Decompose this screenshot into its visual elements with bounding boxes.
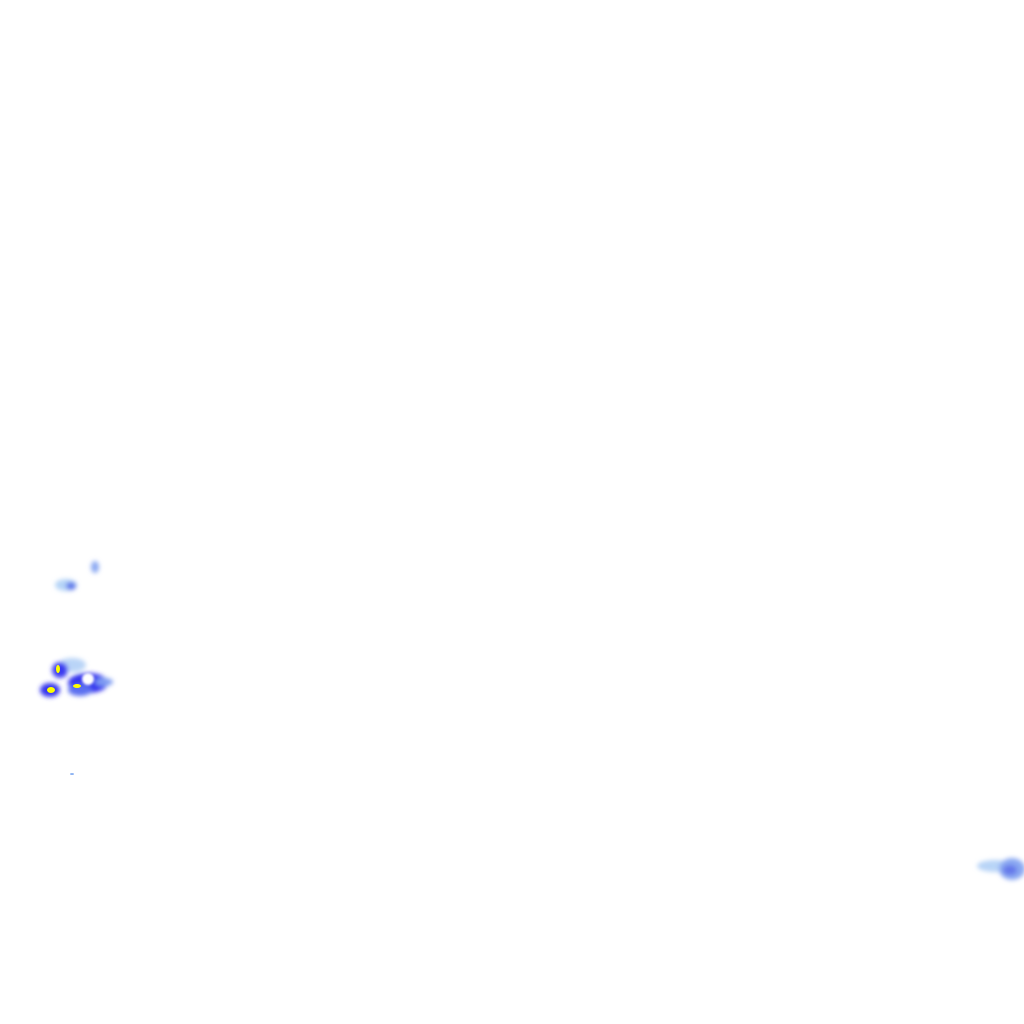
echo-cluster-west-main	[40, 658, 113, 775]
echo-cluster-east	[977, 858, 1024, 880]
echo-cluster-west-upper	[55, 561, 99, 591]
